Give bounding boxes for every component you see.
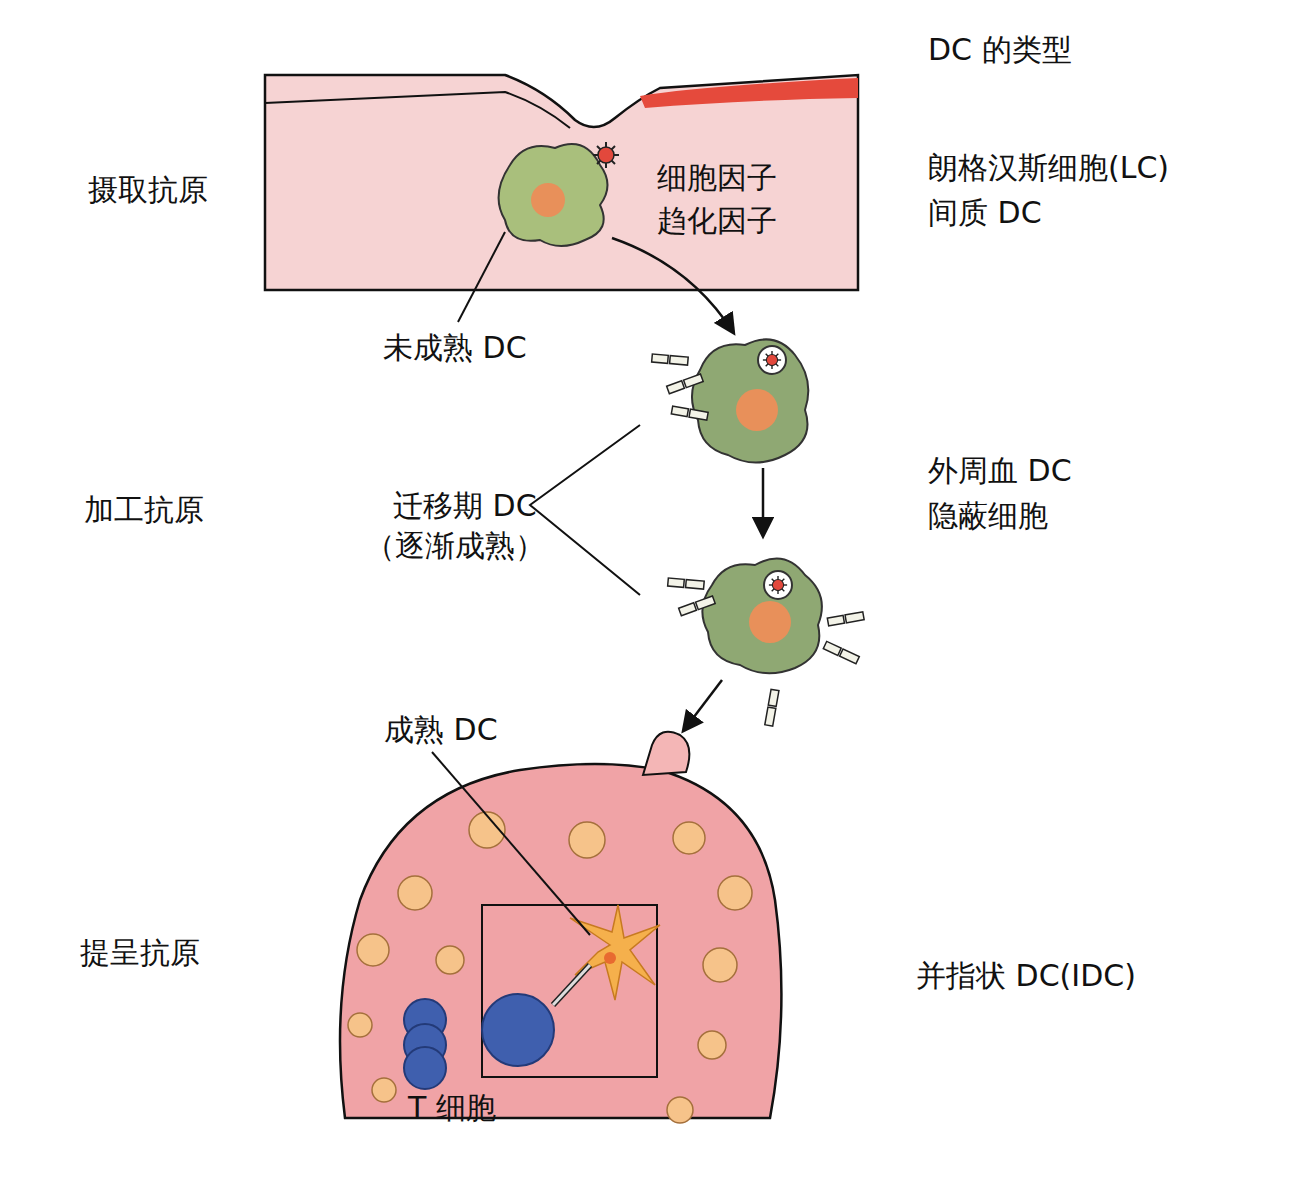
cell-label: 成熟 DC — [384, 712, 498, 748]
stage-label: 摄取抗原 — [88, 172, 208, 208]
dc-type-label: 外周血 DC — [928, 453, 1072, 489]
dc-type-label: 隐蔽细胞 — [928, 498, 1048, 534]
stage-label: 提呈抗原 — [80, 935, 200, 971]
cell-label: T 细胞 — [408, 1090, 496, 1126]
stage-label: 加工抗原 — [84, 492, 204, 528]
factor-label: 细胞因子 — [657, 160, 777, 196]
cell-label: 迁移期 DC — [393, 488, 537, 524]
factor-label: 趋化因子 — [657, 203, 777, 239]
dc-type-label: 并指状 DC(IDC) — [916, 958, 1136, 994]
cell-label: 未成熟 DC — [383, 330, 527, 366]
dc-type-label: 朗格汉斯细胞(LC) — [928, 150, 1169, 186]
diagram-title: DC 的类型 — [928, 32, 1072, 68]
cell-label: （逐渐成熟） — [365, 528, 545, 564]
dc-type-label: 间质 DC — [928, 195, 1042, 231]
